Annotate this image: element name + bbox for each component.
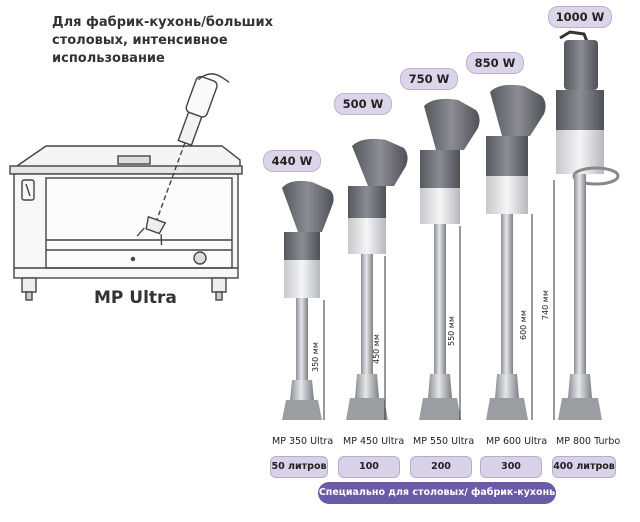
kitchen-title: MP Ultra [94, 288, 177, 308]
power-badge-1: 440 W [263, 150, 321, 172]
mixer-2 [346, 138, 408, 420]
model-label-4: MP 600 Ultra [486, 436, 548, 447]
mixer-5 [556, 30, 620, 420]
length-label-2: 450 мм [372, 334, 381, 364]
mixer-3 [419, 98, 480, 420]
capacity-badge-2: 100 литров [338, 456, 400, 492]
heading: Для фабрик-кухонь/больших столовых, инте… [52, 15, 273, 66]
model-label-3: MP 550 Ultra [413, 436, 475, 447]
capacity-badge-3: 200 литров [410, 456, 472, 492]
capacity-badge-5: 400 литров [552, 456, 616, 478]
capacity-badge-1: 50 литров [270, 456, 328, 478]
length-label-3: 550 мм [447, 316, 456, 346]
length-label-5: 740 мм [541, 290, 550, 320]
model-label-2: MP 450 Ultra [343, 436, 405, 447]
power-badge-2: 500 W [334, 93, 392, 115]
mixer-4 [486, 84, 546, 420]
capacity-badge-4: 300 литров [480, 456, 542, 492]
power-badge-5: 1000 W [548, 6, 612, 28]
mixer-1 [282, 180, 334, 420]
length-label-1: 350 мм [311, 342, 320, 372]
footer-bar: Специально для столовых/ фабрик-кухонь [318, 482, 556, 504]
power-badge-4: 850 W [466, 52, 524, 74]
length-label-4: 600 мм [519, 310, 528, 340]
power-badge-3: 750 W [400, 68, 458, 90]
model-label-5: MP 800 Turbo [556, 436, 621, 447]
model-label-1: MP 350 Ultra [272, 436, 334, 447]
